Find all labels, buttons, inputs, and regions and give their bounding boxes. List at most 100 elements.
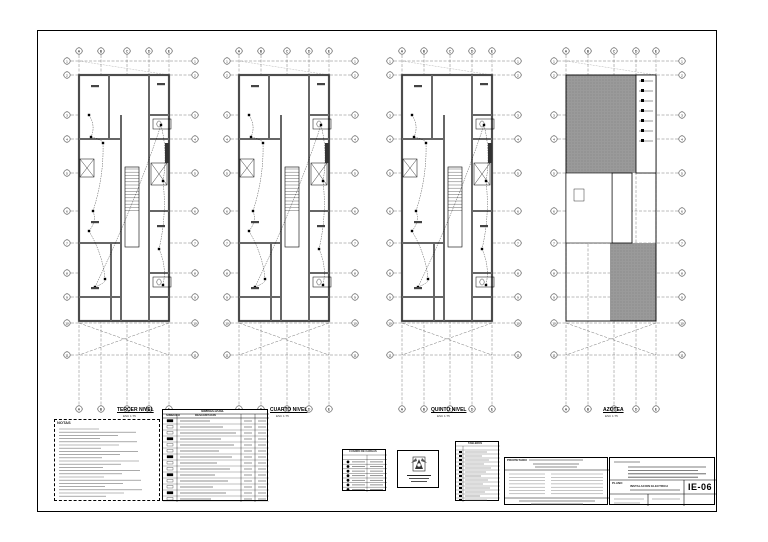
electrical-device xyxy=(412,135,416,139)
device xyxy=(641,139,644,142)
circuit-symbol xyxy=(459,499,462,501)
site-line xyxy=(78,322,170,356)
grid-bubble xyxy=(386,351,394,359)
grid-bubble xyxy=(305,47,313,55)
electrical-device xyxy=(87,229,91,233)
grid-number: 4 xyxy=(553,137,555,141)
electrical-device xyxy=(484,283,488,287)
legend-symbol xyxy=(166,449,174,453)
toilet xyxy=(156,278,162,286)
grid-bubble xyxy=(305,405,313,413)
grid-number: 5 xyxy=(66,171,68,175)
grid-letter: E xyxy=(491,49,494,53)
grid-bubble xyxy=(223,239,231,247)
circuit-symbol xyxy=(459,475,462,477)
penthouse xyxy=(611,172,633,244)
grid-number: 1 xyxy=(517,59,519,63)
grid-letter: D xyxy=(148,49,151,53)
grid-bubble xyxy=(514,135,522,143)
room-label xyxy=(251,287,259,290)
grid-bubble xyxy=(235,47,243,55)
grid-bubble xyxy=(97,405,105,413)
grid-number: 8 xyxy=(389,271,391,275)
grid-bubble xyxy=(550,169,558,177)
grid-bubble xyxy=(97,47,105,55)
grid-bubble xyxy=(678,71,686,79)
grid-letter: B xyxy=(587,49,590,53)
grid-number: 9 xyxy=(66,295,68,299)
grid-bubble xyxy=(550,71,558,79)
grid-letter: E xyxy=(168,49,171,53)
grid-number: 1 xyxy=(389,59,391,63)
grid-bubble xyxy=(223,269,231,277)
grid-bubble xyxy=(223,135,231,143)
grid-bubble xyxy=(678,57,686,65)
title-block-lines xyxy=(610,461,716,506)
stamp-logo xyxy=(397,450,439,488)
circuit-symbol xyxy=(459,471,462,473)
grid-bubble xyxy=(63,319,71,327)
grid-bubble xyxy=(63,269,71,277)
grid-number: 2 xyxy=(681,73,683,77)
grid-number: 11 xyxy=(353,353,356,357)
notes-lines xyxy=(59,428,142,497)
room-label xyxy=(414,287,422,290)
electrical-device xyxy=(480,247,484,251)
grid-bubble xyxy=(223,57,231,65)
device xyxy=(641,99,644,102)
grid-bubble xyxy=(75,405,83,413)
grid-number: 6 xyxy=(194,209,196,213)
grid-number: 8 xyxy=(66,271,68,275)
grid-number: 10 xyxy=(552,321,556,325)
grid-number: 7 xyxy=(681,241,683,245)
wiring xyxy=(254,124,322,288)
grid-number: 11 xyxy=(193,353,196,357)
plan-title-azotea: AZOTEA xyxy=(603,407,624,413)
grid-bubble xyxy=(514,111,522,119)
kitchen-counter xyxy=(488,143,492,163)
grid-number: 8 xyxy=(194,271,196,275)
grid-bubble xyxy=(550,239,558,247)
grid-letter: D xyxy=(471,407,474,411)
grid-bubble xyxy=(550,293,558,301)
electrical-device xyxy=(101,141,105,145)
grid-number: 4 xyxy=(517,137,519,141)
legend-symbol xyxy=(166,473,174,477)
grid-bubble xyxy=(63,293,71,301)
site-line xyxy=(401,322,493,356)
grid-bubble xyxy=(191,269,199,277)
grid-bubble xyxy=(257,47,265,55)
legend-symbol xyxy=(166,467,174,471)
grid-number: 5 xyxy=(517,171,519,175)
wiring xyxy=(417,124,485,288)
electrical-device xyxy=(89,135,93,139)
grid-number: 5 xyxy=(226,171,228,175)
grid-letter: C xyxy=(613,407,616,411)
grid-bubble xyxy=(514,293,522,301)
grid-number: 5 xyxy=(354,171,356,175)
shaft xyxy=(239,158,255,178)
load-symbol xyxy=(346,469,350,473)
grid-bubble xyxy=(678,169,686,177)
grid-number: 9 xyxy=(226,295,228,299)
grid-bubble xyxy=(223,111,231,119)
legend-symbol xyxy=(166,461,174,465)
plan-scale: ESC 1:75 xyxy=(437,414,450,418)
grid-bubble xyxy=(386,135,394,143)
shaft-x xyxy=(473,162,491,186)
grid-number: 4 xyxy=(681,137,683,141)
grid-bubble xyxy=(468,47,476,55)
grid-bubble xyxy=(632,47,640,55)
device xyxy=(641,79,644,82)
grid-number: 2 xyxy=(517,73,519,77)
bathroom xyxy=(312,118,332,130)
site-line xyxy=(78,60,170,76)
grid-number: 10 xyxy=(353,321,357,325)
project-label: PROPIETARIO xyxy=(507,459,528,462)
room-label xyxy=(157,225,165,228)
grid-letter: E xyxy=(491,407,494,411)
grid-letter: B xyxy=(423,49,426,53)
grid-bubble xyxy=(351,57,359,65)
grid-letter: D xyxy=(635,407,638,411)
toilet xyxy=(316,120,322,128)
